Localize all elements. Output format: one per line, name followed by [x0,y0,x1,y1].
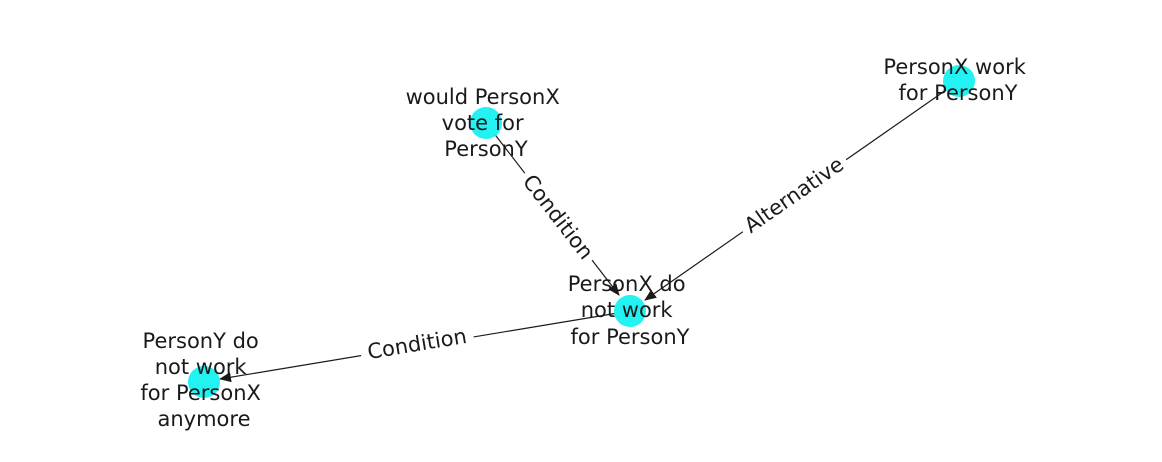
node-label-personx-do-not-work: PersonX do not work for PersonY [568,272,693,349]
node-label-personx-work: PersonX work for PersonY [883,55,1032,105]
node-label-persony-do-not-work: PersonY do not work for PersonX anymore [140,329,267,431]
edge-label-bg [511,163,605,271]
node-circle-personx-do-not-work [614,295,646,327]
edge-label-bg [358,319,476,369]
edge-label: Condition [518,170,598,264]
node-circle-personx-work [943,65,975,97]
node-circle-would-personx-vote [470,107,502,139]
edge-alternative-work-to-notwork: Alternative [644,80,960,301]
node-circle-persony-do-not-work [188,366,220,398]
edge-condition-notwork-to-anymore: Condition [219,310,631,383]
edge-label-bg [733,145,855,245]
edge-label: Alternative [740,152,848,238]
node-label-would-personx-vote: would PersonX vote for PersonY [406,85,567,161]
